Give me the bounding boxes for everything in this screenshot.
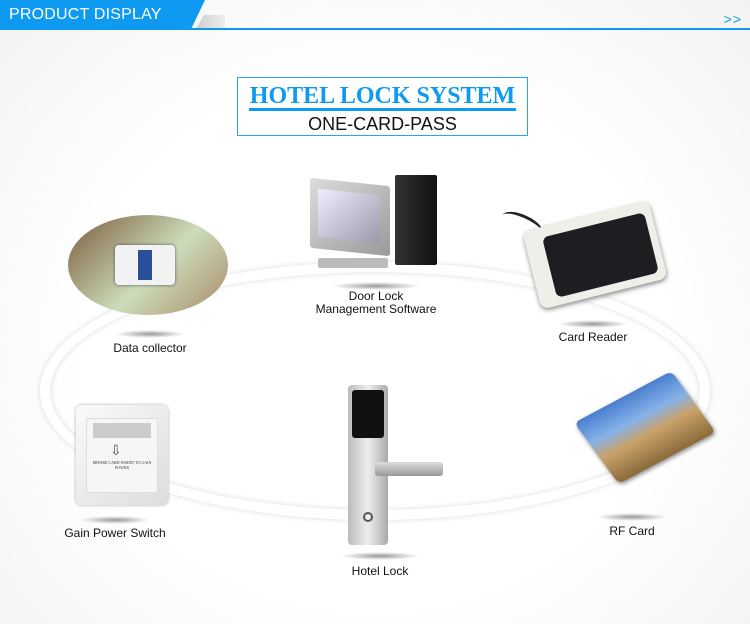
- label-hotel-lock: Hotel Lock: [351, 564, 409, 578]
- diagram-title: HOTEL LOCK SYSTEM: [249, 83, 516, 109]
- shadow: [340, 552, 420, 560]
- shadow: [558, 320, 628, 328]
- label-card-reader: Card Reader: [558, 330, 628, 344]
- header-shadow: [195, 15, 225, 30]
- label-power-switch: Gain Power Switch: [64, 526, 166, 540]
- shadow: [80, 516, 150, 524]
- more-link[interactable]: >>: [723, 11, 742, 27]
- title-box: HOTEL LOCK SYSTEM ONE-CARD-PASS: [237, 77, 528, 136]
- shadow: [597, 513, 667, 521]
- title-underline: [249, 108, 516, 111]
- label-data-collector: Data collector: [113, 341, 187, 355]
- header-divider: [0, 28, 750, 30]
- shadow: [115, 330, 185, 338]
- section-title: PRODUCT DISPLAY: [9, 6, 162, 23]
- diagram-subtitle: ONE-CARD-PASS: [308, 114, 457, 134]
- section-header: PRODUCT DISPLAY: [0, 0, 205, 30]
- label-rf-card: RF Card: [609, 524, 655, 538]
- shadow: [331, 282, 421, 290]
